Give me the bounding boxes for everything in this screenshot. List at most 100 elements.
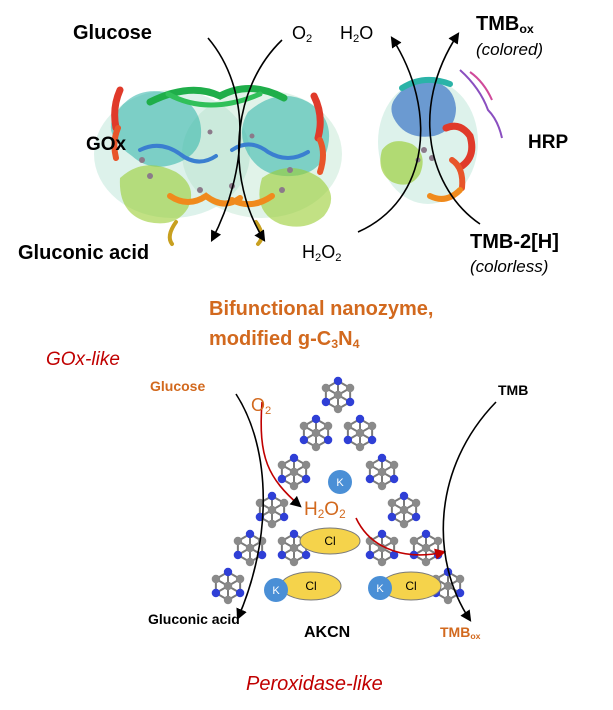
lattice-carbon-atom	[245, 543, 255, 553]
lattice-carbon-atom	[355, 442, 365, 452]
lattice-carbon-atom	[223, 581, 233, 591]
lattice-nitrogen-atom	[389, 550, 399, 560]
lattice-carbon-atom	[399, 519, 409, 529]
lattice-carbon-atom	[389, 536, 399, 546]
cl-ion: Cl	[299, 527, 361, 555]
lattice-carbon-atom	[311, 428, 321, 438]
lattice-carbon-atom	[311, 442, 321, 452]
hrp-h2o2-label: H2O2	[302, 242, 342, 264]
lattice-carbon-atom	[421, 543, 431, 553]
k-ion: K	[328, 470, 352, 494]
hrp-tmb-to-tmbox-arrow	[429, 32, 481, 225]
gluconic-acid-label: Gluconic acid	[148, 611, 240, 627]
lattice-carbon-atom	[343, 421, 353, 431]
lattice-carbon-atom	[333, 390, 343, 400]
lattice-carbon-atom	[411, 498, 421, 508]
lattice-nitrogen-atom	[377, 529, 387, 539]
cl-ion: Cl	[280, 571, 342, 601]
lattice-nitrogen-atom	[301, 474, 311, 484]
gox-protein-structure	[94, 84, 342, 246]
lattice-nitrogen-atom	[235, 588, 245, 598]
hrp-label: HRP	[528, 132, 569, 153]
akcn-label: AKCN	[304, 624, 351, 641]
lattice-nitrogen-atom	[279, 512, 289, 522]
lattice-carbon-atom	[433, 536, 443, 546]
lattice-nitrogen-atom	[245, 529, 255, 539]
lattice-carbon-atom	[289, 467, 299, 477]
svg-text:K: K	[336, 477, 344, 489]
lattice-carbon-atom	[301, 460, 311, 470]
lattice-nitrogen-atom	[389, 474, 399, 484]
lattice-carbon-atom	[333, 404, 343, 414]
lattice-nitrogen-atom	[267, 491, 277, 501]
lattice-carbon-atom	[387, 498, 397, 508]
svg-text:Cl: Cl	[324, 534, 335, 548]
h2o2-to-tmbox-arrow	[355, 517, 447, 560]
lattice-carbon-atom	[255, 498, 265, 508]
lattice-carbon-atom	[389, 460, 399, 470]
lattice-nitrogen-atom	[367, 435, 377, 445]
colored-label: (colored)	[476, 40, 544, 59]
svg-text:K: K	[272, 585, 280, 597]
lattice-nitrogen-atom	[365, 474, 375, 484]
lattice-nitrogen-atom	[311, 414, 321, 424]
hrp-protein-structure	[378, 69, 503, 204]
lattice-nitrogen-atom	[233, 550, 243, 560]
lattice-carbon-atom	[289, 557, 299, 567]
lattice-nitrogen-atom	[345, 397, 355, 407]
svg-text:Cl: Cl	[405, 579, 416, 593]
lattice-nitrogen-atom	[387, 512, 397, 522]
lattice-nitrogen-atom	[421, 529, 431, 539]
lattice-carbon-atom	[245, 557, 255, 567]
lattice-carbon-atom	[365, 460, 375, 470]
lattice-carbon-atom	[377, 467, 387, 477]
lattice-carbon-atom	[267, 505, 277, 515]
tmbox-label: TMBox	[440, 624, 481, 642]
nanozyme-title-line2: modified g-C3N4	[209, 328, 360, 352]
lattice-carbon-atom	[345, 383, 355, 393]
lattice-carbon-atom	[367, 421, 377, 431]
lattice-carbon-atom	[355, 428, 365, 438]
lattice-carbon-atom	[377, 543, 387, 553]
lattice-nitrogen-atom	[277, 474, 287, 484]
lattice-nitrogen-atom	[365, 550, 375, 560]
o2-label: O2	[251, 395, 272, 417]
lattice-nitrogen-atom	[289, 529, 299, 539]
lattice-nitrogen-atom	[301, 550, 311, 560]
svg-text:K: K	[376, 583, 384, 595]
svg-text:Cl: Cl	[305, 579, 316, 593]
tmb-label: TMB	[498, 382, 529, 398]
gox-glucose-label: Glucose	[73, 22, 152, 44]
lattice-carbon-atom	[277, 460, 287, 470]
lattice-carbon-atom	[267, 519, 277, 529]
lattice-carbon-atom	[409, 536, 419, 546]
tmb-to-tmbox-arrow	[442, 401, 497, 622]
lattice-carbon-atom	[277, 536, 287, 546]
lattice-nitrogen-atom	[257, 550, 267, 560]
gox-gluconic-acid-label: Gluconic acid	[18, 242, 150, 264]
colorless-label: (colorless)	[470, 257, 549, 276]
lattice-carbon-atom	[235, 574, 245, 584]
lattice-carbon-atom	[223, 595, 233, 605]
gox-o2-to-h2o2-arrow	[237, 39, 283, 242]
o2-to-h2o2-arrow	[260, 401, 302, 508]
lattice-carbon-atom	[399, 505, 409, 515]
lattice-nitrogen-atom	[277, 550, 287, 560]
lattice-nitrogen-atom	[411, 512, 421, 522]
glucose-label: Glucose	[150, 378, 206, 394]
lattice-carbon-atom	[377, 481, 387, 491]
lattice-nitrogen-atom	[321, 397, 331, 407]
k-ion: K	[368, 576, 392, 600]
lattice-nitrogen-atom	[289, 453, 299, 463]
glucose-to-gluconic-acid-arrow	[235, 393, 265, 621]
tmb-2h-label: TMB-2[H]	[470, 231, 559, 253]
lattice-carbon-atom	[321, 383, 331, 393]
lattice-carbon-atom	[323, 421, 333, 431]
lattice-nitrogen-atom	[377, 453, 387, 463]
hrp-tmbox-label: TMBox	[476, 13, 534, 37]
lattice-nitrogen-atom	[223, 567, 233, 577]
lattice-nitrogen-atom	[333, 376, 343, 386]
lattice-carbon-atom	[289, 481, 299, 491]
